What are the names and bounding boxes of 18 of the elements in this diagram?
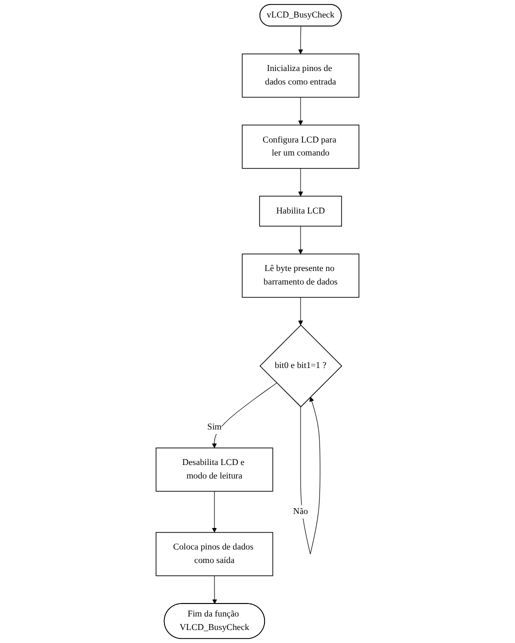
arrow: [298, 96, 304, 126]
node-box: [259, 196, 342, 227]
arrow: [212, 491, 217, 533]
arrow: [212, 575, 218, 604]
arrow: [298, 168, 304, 196]
arrow: [298, 26, 304, 54]
node-box: [242, 124, 360, 169]
edge-label: Não: [293, 506, 308, 516]
arrow: [298, 297, 304, 326]
arrow: [300, 396, 320, 554]
edge-label: Sim: [207, 422, 222, 432]
node-diamond: [260, 324, 342, 408]
arrow: [212, 382, 277, 448]
node-box: [156, 448, 274, 492]
node-box: [242, 254, 360, 298]
node-box: [242, 54, 360, 98]
node-box: [156, 532, 274, 576]
arrow: [298, 226, 304, 254]
